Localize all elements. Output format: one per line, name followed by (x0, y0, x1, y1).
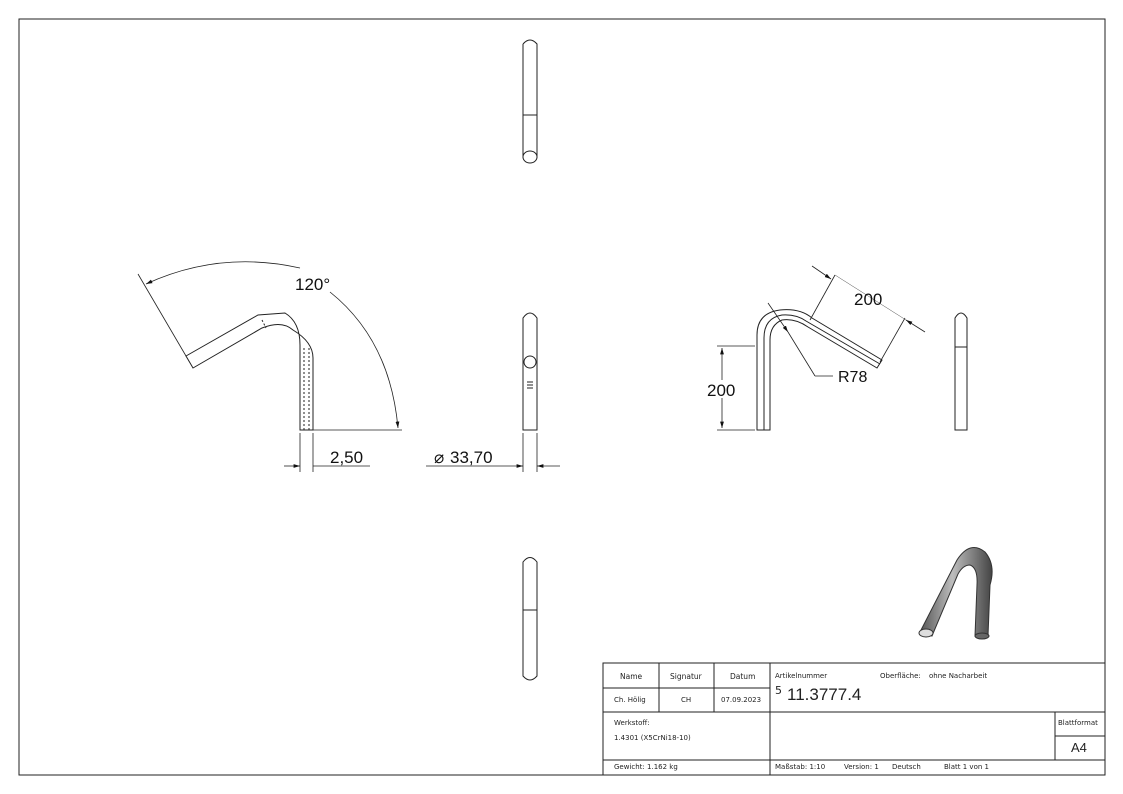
artikel-prefix: 5 (775, 684, 782, 697)
massstab: Maßstab: 1:10 (775, 763, 826, 771)
oberflaeche-value: ohne Nacharbeit (929, 672, 988, 680)
leg-length-1-label: 200 (707, 381, 735, 400)
right-view-dimensions (717, 265, 926, 431)
artikelnummer-value: 11.3777.4 (787, 685, 862, 704)
header-datum: Datum (730, 672, 756, 681)
blatt: Blatt 1 von 1 (944, 763, 989, 771)
version: Version: 1 (844, 763, 879, 771)
bend-radius-label: R78 (838, 369, 867, 386)
werkstoff-value: 1.4301 (X5CrNi18-10) (614, 734, 691, 742)
front-view (185, 312, 314, 431)
blattformat-label: Blattformat (1058, 719, 1098, 727)
werkstoff-label: Werkstoff: (614, 719, 650, 727)
sprache: Deutsch (892, 763, 921, 771)
diameter-symbol: ⌀ (434, 448, 444, 467)
leg-length-2-label: 200 (854, 290, 882, 309)
sheet-border (18, 18, 1106, 776)
header-name: Name (620, 672, 643, 681)
oberflaeche-label: Oberfläche: (880, 672, 921, 680)
diameter-label: 33,70 (450, 448, 493, 467)
diameter-dimension (426, 433, 560, 472)
angle-label: 120° (295, 275, 330, 294)
gewicht: Gewicht: 1.162 kg (614, 763, 678, 771)
wall-thickness-dimension (284, 433, 370, 472)
datum-value: 07.09.2023 (721, 696, 762, 704)
signatur-value: CH (681, 696, 692, 704)
isometric-view (918, 547, 993, 640)
bottom-view (522, 557, 538, 681)
blattformat-value: A4 (1071, 740, 1087, 755)
right-view (756, 309, 883, 431)
artikelnummer-label: Artikelnummer (775, 672, 828, 680)
header-signatur: Signatur (670, 672, 702, 681)
wall-thickness-label: 2,50 (330, 448, 363, 467)
title-block-grid (602, 662, 1106, 776)
name-value: Ch. Hölig (614, 696, 646, 704)
side-view (522, 312, 538, 431)
end-view (954, 312, 968, 431)
angle-dimension (137, 261, 402, 431)
top-view (522, 39, 538, 164)
